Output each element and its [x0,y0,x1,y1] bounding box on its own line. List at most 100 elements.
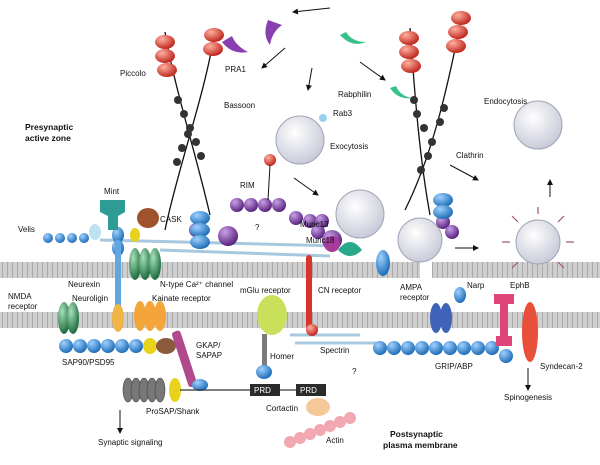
mint-shape [100,200,125,230]
velis-blob [89,224,101,240]
cn-receptor-knob [306,324,318,336]
grip-chain [373,341,513,363]
label-spinogenesis: Spinogenesis [504,393,552,402]
label-neurexin: Neurexin [68,280,100,289]
label-mint: Mint [104,187,120,196]
label-spectrin: Spectrin [320,346,349,355]
label-question-1: ? [255,223,260,232]
clathrin-coat-spikes [502,207,574,269]
label-ntype-channel: N-type Ca²⁺ channel [160,280,233,289]
ephb-stem [500,304,508,340]
label-postsynaptic-1: Postsynaptic [390,429,443,439]
sap-yellow [143,338,157,354]
label-syndecan: Syndecan-2 [540,362,583,371]
sap90-chain [59,339,143,353]
rim-link [267,164,271,201]
label-nmda-1: NMDA [8,292,32,301]
label-endocytosis: Endocytosis [484,97,527,106]
neurexin-bar [115,240,121,315]
cn-receptor-stem [306,255,312,330]
label-gkap-2: SAPAP [196,351,222,360]
label-postsynaptic-2: plasma membrane [383,440,458,450]
ephb-top [494,294,514,304]
vesicle-docked [335,189,385,239]
narp-blob [454,287,466,303]
label-clathrin: Clathrin [456,151,484,160]
munc18-blob [324,236,340,252]
label-rabphilin: Rabphilin [338,90,371,99]
rab3-knob [319,114,327,122]
label-rim: RIM [240,181,255,190]
rim-red-bead [264,154,276,166]
label-mglu: mGlu receptor [240,286,291,295]
vesicle-clathrin [397,217,443,263]
cortactin-shape [306,398,330,416]
label-prd-1: PRD [254,386,271,395]
sap-brown [156,338,176,354]
label-ampa-2: receptor [400,293,430,302]
label-presynaptic-2: active zone [25,133,71,143]
homer-stem [262,334,267,372]
postsynaptic-membrane [0,312,600,328]
vesicle-exocytosis [275,115,325,165]
actin-filament [284,412,356,448]
top-crescent [265,20,282,45]
ntype-channel [129,248,161,280]
prosap-yellow [169,378,181,402]
top-crescent-green [340,32,366,44]
label-synaptic-signaling: Synaptic signaling [98,438,162,447]
gkap-blue [192,379,208,391]
mglu-receptor [257,295,287,335]
presynaptic-membrane-right [432,262,600,278]
ephb-bottom [496,336,512,346]
label-presynaptic-1: Presynaptic [25,122,73,132]
ampa-receptor [430,303,452,333]
label-nmda-2: receptor [8,302,38,311]
label-cortactin: Cortactin [266,404,298,413]
label-cn-receptor: CN receptor [318,286,361,295]
homer-blue [256,365,272,379]
label-bassoon: Bassoon [224,101,255,110]
vesicle-endocytosis-top [513,100,563,150]
cytoskeleton-lines [99,238,380,345]
label-ephb: EphB [510,281,530,290]
label-piccolo: Piccolo [120,69,146,78]
label-cask: CASK [160,215,182,224]
label-kainate: Kainate receptor [152,294,211,303]
neuroligin-shape [112,304,124,332]
cask-shape [137,208,159,228]
label-neuroligin: Neuroligin [72,294,108,303]
vesicle-endocytosis-coated [515,219,561,265]
label-ampa-1: AMPA [400,283,423,292]
label-velis: Velis [18,225,35,234]
label-gkap-1: GKAP/ [196,341,221,350]
label-pra1: PRA1 [225,65,246,74]
label-actin: Actin [326,436,344,445]
label-sap90: SAP90/PSD95 [62,358,115,367]
label-exocytosis: Exocytosis [330,142,368,151]
pra1-crescent [222,36,248,53]
label-homer: Homer [270,352,294,361]
snare-blob [338,242,362,256]
prosap-discs [122,377,166,403]
syndecan-shape [522,302,538,362]
chain-beads [173,96,448,174]
nmda-receptor [58,302,79,334]
label-question-2: ? [352,367,357,376]
label-grip: GRIP/ABP [435,362,473,371]
cycle-arrows [117,7,553,434]
piccolo-red-beads [155,11,471,77]
label-narp: Narp [467,281,485,290]
label-prosap: ProSAP/Shank [146,407,200,416]
rabphilin-crescent [390,86,412,99]
label-prd-2: PRD [300,386,317,395]
yellow-pre [130,228,140,242]
label-rab3: Rab3 [333,109,353,118]
kainate-receptor [134,301,166,331]
gkap-bar [172,330,197,388]
presynaptic-membrane-left [0,262,420,278]
label-munc18: Munc18 [306,236,335,245]
prd-box-1 [250,384,280,396]
